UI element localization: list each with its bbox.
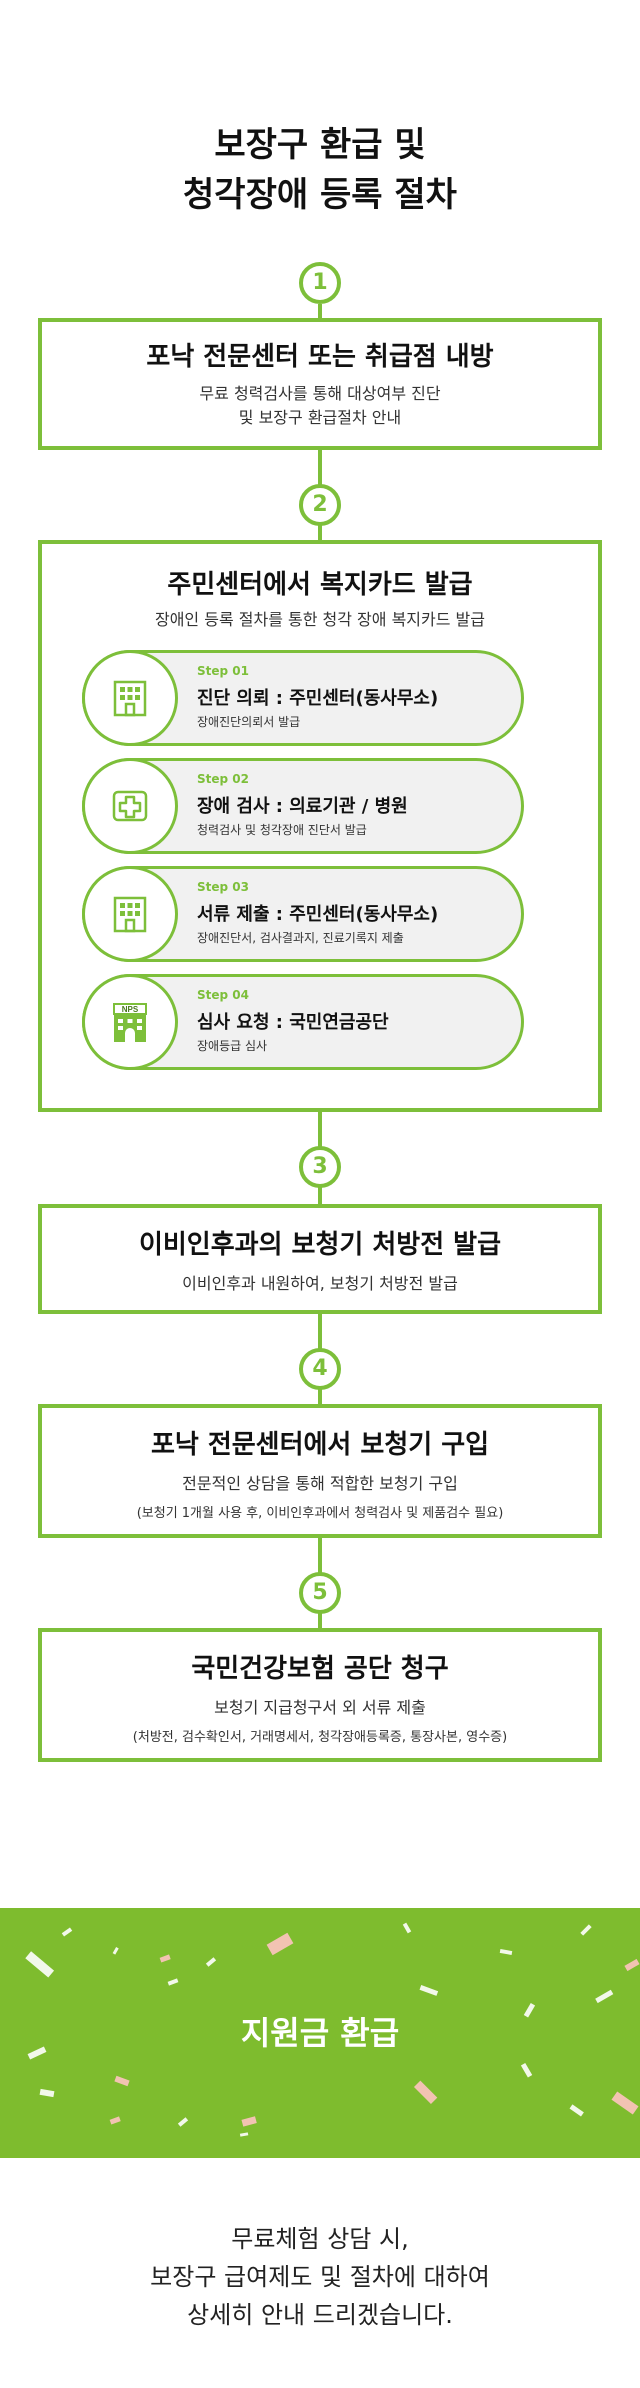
refund-banner: 지원금 환급 [0, 1908, 640, 2158]
step-4-sub-line1: 전문적인 상담을 통해 적합한 보청기 구입 [182, 1474, 458, 1493]
substep-2-desc: 청력검사 및 청각장애 진단서 발급 [197, 823, 367, 837]
nps-building-icon-graphic: NPS [113, 1003, 147, 1042]
confetti-decoration [25, 1922, 640, 2137]
page-title-line1: 보장구 환급 및 [214, 125, 426, 165]
page-title-line2: 청각장애 등록 절차 [183, 175, 457, 215]
footer-line3: 상세히 안내 드리겠습니다. [187, 2301, 453, 2329]
building-icon-graphic [113, 680, 147, 717]
substep-1-title: 진단 의뢰 : 주민센터(동사무소) [197, 688, 439, 709]
nps-logo-text: NPS [122, 1005, 139, 1014]
footer-line1: 무료체험 상담 시, [231, 2225, 409, 2253]
step-5-sub-line1: 보청기 지급청구서 외 서류 제출 [214, 1698, 426, 1717]
page-title: 보장구 환급 및 청각장애 등록 절차 [0, 120, 640, 220]
substep-1-label: Step 01 [197, 664, 249, 678]
building-icon-graphic [113, 896, 147, 933]
building-icon [82, 866, 178, 962]
step-5-note: (처방전, 검수확인서, 거래명세서, 청각장애등록증, 통장사본, 영수증) [132, 1730, 508, 1745]
substep-4: NPS Step 04 심사 요청 : 국민연금공단 장애등급 심사 [82, 974, 524, 1070]
step-5-box: 국민건강보험 공단 청구 보청기 지급청구서 외 서류 제출 (처방전, 검수확… [38, 1628, 602, 1762]
nps-building-icon: NPS [82, 974, 178, 1070]
footer-line2: 보장구 급여제도 및 절차에 대하여 [150, 2263, 490, 2291]
banner-text: 지원금 환급 [240, 2014, 400, 2052]
substep-3-title: 서류 제출 : 주민센터(동사무소) [197, 904, 439, 925]
step-number-1: 1 [299, 262, 341, 304]
medical-cross-icon-graphic [112, 790, 148, 822]
step-5-title: 국민건강보험 공단 청구 [191, 1654, 449, 1684]
substep-2-title: 장애 검사 : 의료기관 / 병원 [197, 796, 408, 817]
substep-3-label: Step 03 [197, 880, 249, 894]
step-number-2: 2 [299, 484, 341, 526]
footer-message: 무료체험 상담 시, 보장구 급여제도 및 절차에 대하여 상세히 안내 드리겠… [0, 2220, 640, 2334]
substep-1: Step 01 진단 의뢰 : 주민센터(동사무소) 장애진단의뢰서 발급 [82, 650, 524, 746]
substep-4-desc: 장애등급 심사 [197, 1039, 268, 1053]
step-4-box: 포낙 전문센터에서 보청기 구입 전문적인 상담을 통해 적합한 보청기 구입 … [38, 1404, 602, 1538]
step-1-box: 포낙 전문센터 또는 취급점 내방 무료 청력검사를 통해 대상여부 진단 및 … [38, 318, 602, 450]
substep-1-desc: 장애진단의뢰서 발급 [197, 715, 301, 729]
substep-3-desc: 장애진단서, 검사결과지, 진료기록지 제출 [197, 931, 404, 945]
substep-4-title: 심사 요청 : 국민연금공단 [197, 1012, 389, 1033]
step-number-3: 3 [299, 1146, 341, 1188]
step-3-sub-line1: 이비인후과 내원하여, 보청기 처방전 발급 [182, 1274, 458, 1293]
substep-4-label: Step 04 [197, 988, 249, 1002]
step-2-sub-line1: 장애인 등록 절차를 통한 청각 장애 복지카드 발급 [154, 610, 485, 629]
step-1-sub-line1: 무료 청력검사를 통해 대상여부 진단 [199, 384, 441, 403]
timeline-connector [318, 304, 322, 320]
step-1-sub-line2: 및 보장구 환급절차 안내 [238, 408, 402, 427]
step-3-box: 이비인후과의 보청기 처방전 발급 이비인후과 내원하여, 보청기 처방전 발급 [38, 1204, 602, 1314]
step-4-title: 포낙 전문센터에서 보청기 구입 [150, 1430, 490, 1460]
step-1-title: 포낙 전문센터 또는 취급점 내방 [146, 342, 494, 372]
substep-3: Step 03 서류 제출 : 주민센터(동사무소) 장애진단서, 검사결과지,… [82, 866, 524, 962]
step-number-4: 4 [299, 1348, 341, 1390]
building-icon [82, 650, 178, 746]
step-4-note: (보청기 1개월 사용 후, 이비인후과에서 청력검사 및 제품검수 필요) [136, 1506, 504, 1521]
substep-2: Step 02 장애 검사 : 의료기관 / 병원 청력검사 및 청각장애 진단… [82, 758, 524, 854]
substep-2-label: Step 02 [197, 772, 249, 786]
step-number-5: 5 [299, 1572, 341, 1614]
step-3-title: 이비인후과의 보청기 처방전 발급 [138, 1230, 502, 1260]
step-2-title: 주민센터에서 복지카드 발급 [167, 570, 473, 600]
medical-cross-icon [82, 758, 178, 854]
